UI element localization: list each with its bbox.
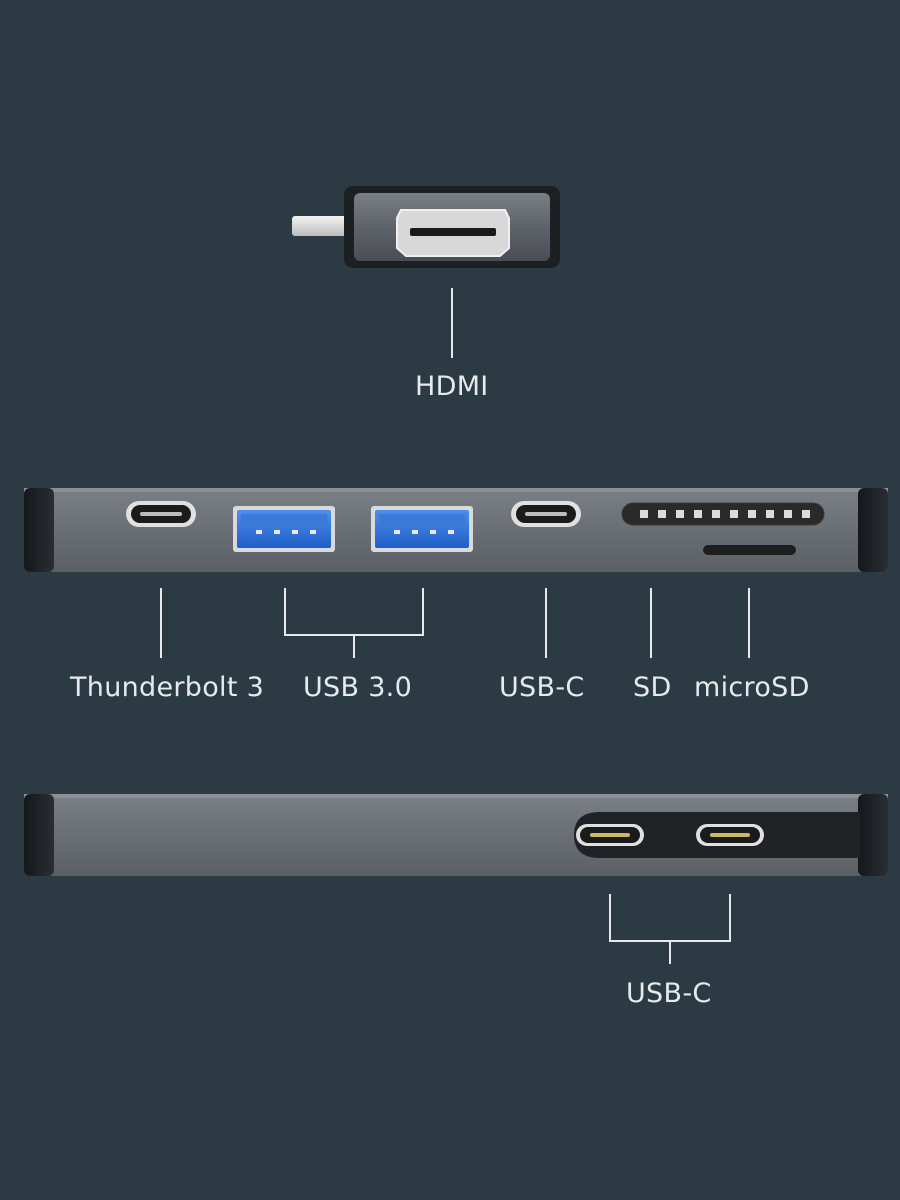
usb-c-port-icon bbox=[126, 501, 196, 527]
right-end-cap bbox=[858, 794, 888, 876]
usbc-bottom-bracket-left bbox=[609, 894, 611, 942]
usb3-label: USB 3.0 bbox=[303, 672, 413, 703]
sd-label: SD bbox=[633, 672, 672, 703]
thunderbolt-callout-line bbox=[160, 588, 162, 658]
usb-c-port-icon bbox=[576, 824, 644, 846]
usb3-bracket-right bbox=[422, 588, 424, 636]
usbc-bottom-bracket-right bbox=[729, 894, 731, 942]
hub-side-view-usbc bbox=[24, 794, 888, 876]
usbc-callout-line bbox=[545, 588, 547, 658]
microsd-slot-icon bbox=[703, 545, 796, 555]
usbc-label: USB-C bbox=[499, 672, 585, 703]
hdmi-label: HDMI bbox=[415, 371, 489, 402]
thunderbolt-label: Thunderbolt 3 bbox=[70, 672, 265, 703]
sd-callout-line bbox=[650, 588, 652, 658]
usb-c-port-icon bbox=[696, 824, 764, 846]
usb-a-port-icon bbox=[233, 506, 335, 552]
microsd-callout-line bbox=[748, 588, 750, 658]
usb-c-port-icon bbox=[511, 501, 581, 527]
sd-slot-icon bbox=[621, 502, 825, 526]
usbc-bottom-label: USB-C bbox=[626, 978, 712, 1009]
left-end-cap bbox=[24, 794, 54, 876]
hub-side-view-ports bbox=[24, 488, 888, 572]
connector-tab bbox=[292, 216, 350, 236]
usb3-bracket-stem bbox=[353, 634, 355, 658]
microsd-label: microSD bbox=[694, 672, 810, 703]
hdmi-end-view bbox=[292, 186, 560, 268]
left-end-cap bbox=[24, 488, 54, 572]
usb-a-port-icon bbox=[371, 506, 473, 552]
right-end-cap bbox=[858, 488, 888, 572]
usbc-bottom-bracket-stem bbox=[669, 940, 671, 964]
hdmi-callout-line bbox=[451, 288, 453, 358]
usb3-bracket-left bbox=[284, 588, 286, 636]
